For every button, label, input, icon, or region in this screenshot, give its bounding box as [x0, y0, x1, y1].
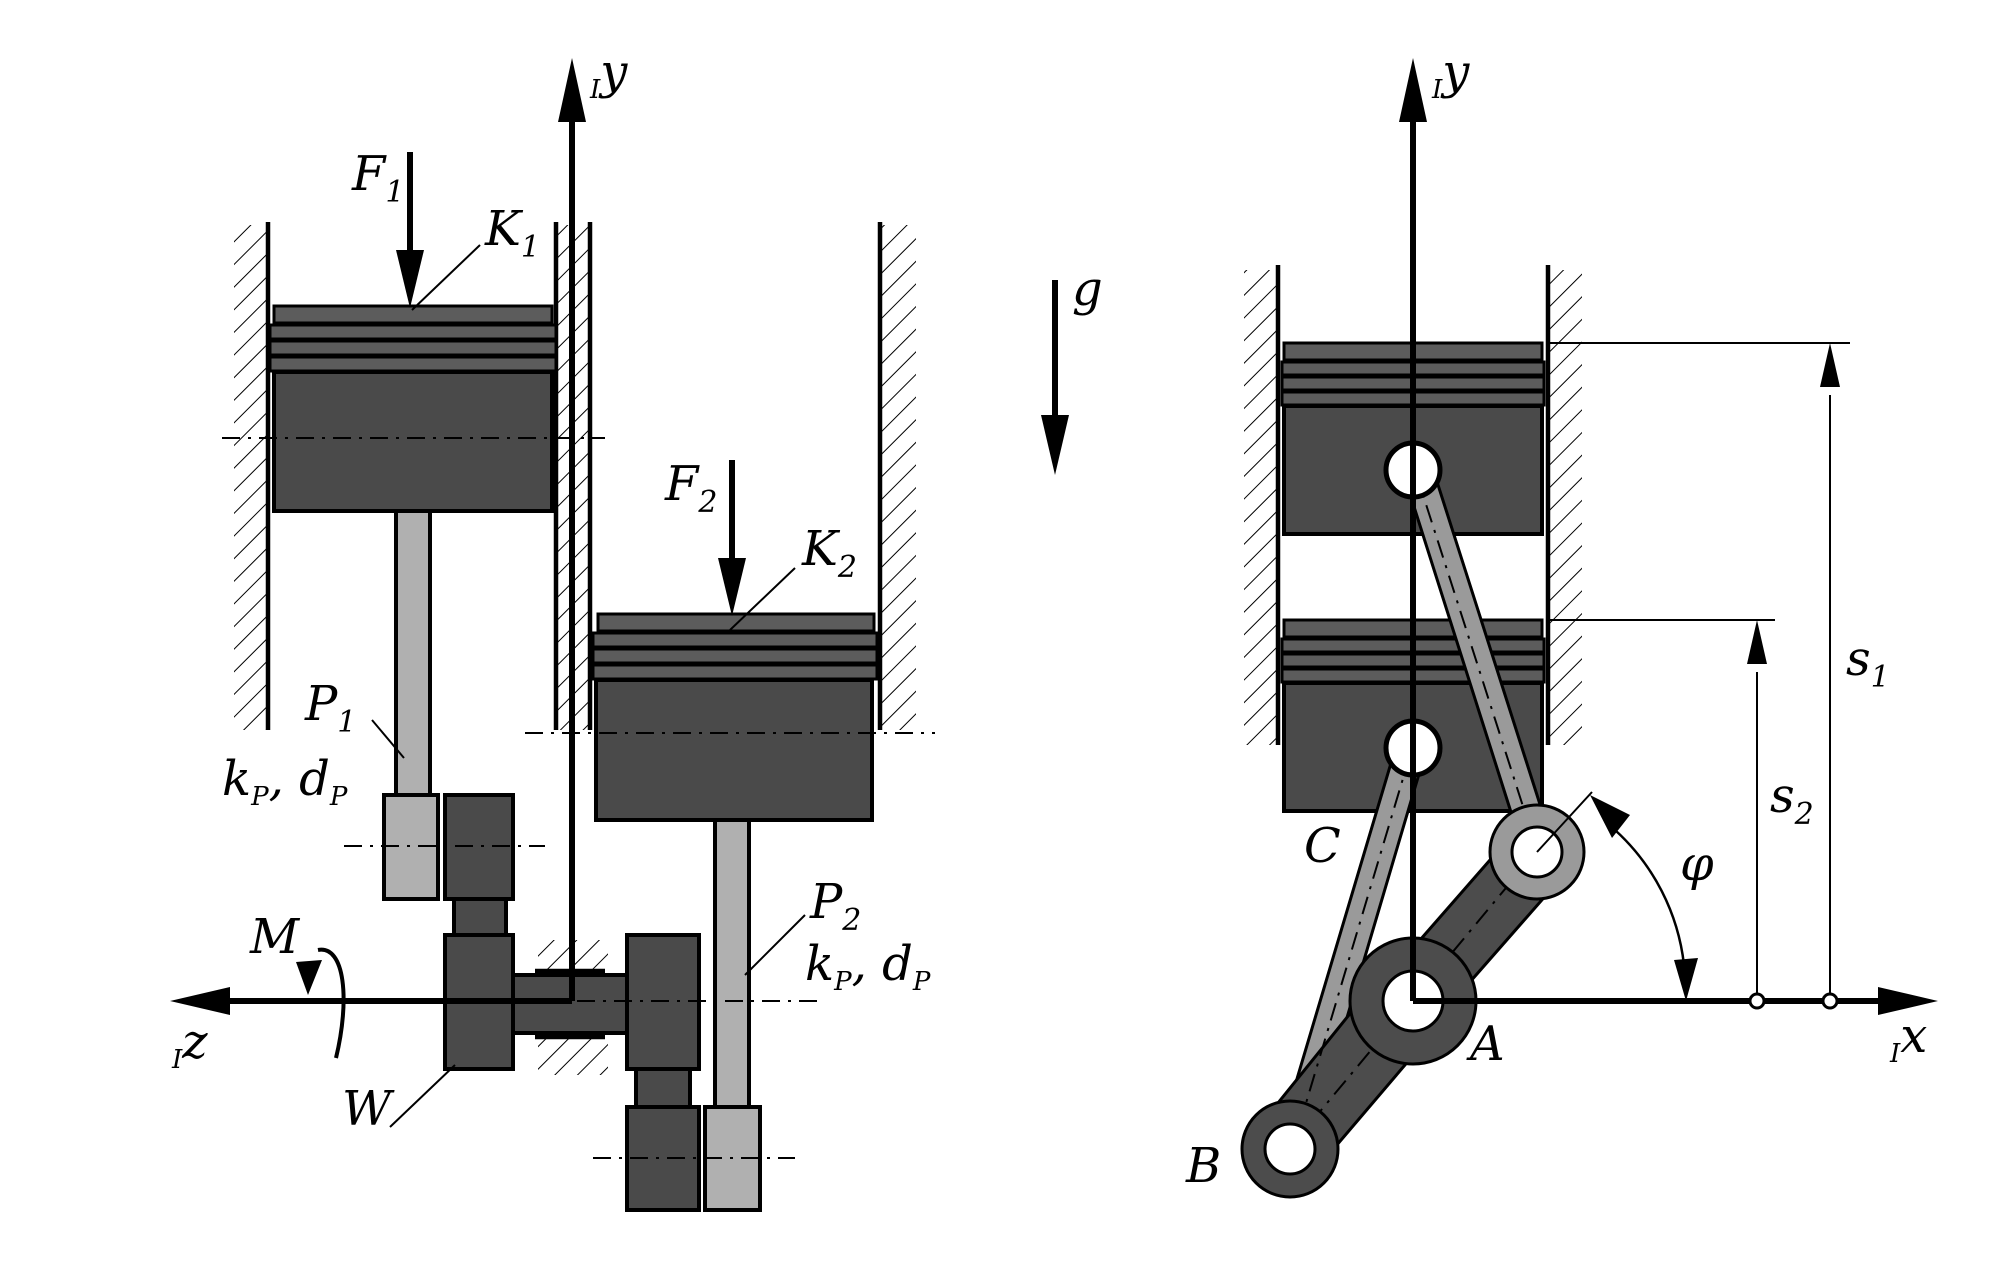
s1-arrowhead: [1820, 343, 1840, 387]
label-f2: F2: [664, 456, 717, 520]
label-point-b: B: [1185, 1138, 1221, 1194]
rod2-centerline: [1291, 754, 1411, 1151]
label-left-y-axis: Iy: [589, 44, 628, 105]
label-point-c: C: [1304, 818, 1341, 874]
moment-arrowhead: [296, 960, 322, 995]
piston-rod-2: [713, 818, 751, 1112]
label-s2: s2: [1770, 768, 1814, 832]
k2-leader: [729, 567, 796, 631]
label-kp-dp-1: kP, dP: [222, 751, 348, 812]
piston-1: [268, 304, 558, 513]
p2-leader: [744, 914, 806, 976]
label-angle-phi: φ: [1680, 836, 1714, 892]
bearing-hatch-bottom: [538, 1033, 608, 1075]
label-p1: P1: [304, 676, 356, 740]
label-p2: P2: [809, 874, 861, 938]
label-right-x-axis: Ix: [1889, 1008, 1927, 1069]
phi-arrowhead-top: [1590, 795, 1630, 838]
p1-leader: [371, 719, 405, 759]
left-y-axis-arrow: [558, 58, 586, 122]
cylinder1-left-hatch: [234, 225, 268, 730]
label-kp-dp-2: kP, dP: [805, 936, 931, 997]
label-right-y-axis: Iy: [1431, 44, 1470, 105]
right-x-axis-arrow: [1878, 987, 1938, 1015]
joint-b-hole: [1263, 1122, 1317, 1176]
force-f2-arrowhead: [718, 558, 746, 616]
piston-2: [591, 612, 879, 822]
right-y-axis-arrow: [1399, 58, 1427, 122]
piston-rod-1: [394, 509, 432, 797]
moment-arrow-arc: [317, 947, 346, 1059]
phi-reference-line: [1536, 791, 1593, 853]
side-view: [170, 58, 1069, 1212]
label-s1: s1: [1846, 631, 1890, 695]
label-k2: K2: [801, 521, 857, 585]
phi-arrowhead-bottom: [1674, 958, 1698, 1001]
k1-leader: [411, 244, 481, 311]
front-cylinder-right-hatch: [1548, 270, 1582, 745]
cylinder2-right-hatch: [880, 225, 916, 730]
crank-web-2-neck: [634, 1067, 692, 1109]
front-view: [1240, 58, 1938, 1199]
s1-origin-mark: [1821, 992, 1839, 1010]
crank-web-1-neck: [452, 897, 508, 937]
s2-arrowhead: [1747, 620, 1767, 664]
w-leader: [389, 1064, 456, 1128]
label-moment-m: M: [249, 909, 301, 965]
labels: F1 K1 F2 K2 P1 kP, dP P2 kP, dP M W g Iy…: [171, 44, 1927, 1194]
label-f1: F1: [351, 146, 404, 210]
force-f1-arrowhead: [396, 250, 424, 308]
label-k1: K1: [484, 201, 540, 265]
s2-origin-mark: [1748, 992, 1766, 1010]
left-z-axis-arrow: [170, 987, 230, 1015]
label-point-a: A: [1466, 1016, 1505, 1072]
phi-arc: [1614, 829, 1686, 966]
label-left-z-axis: Iz: [171, 1014, 208, 1075]
label-crankshaft-w: W: [342, 1081, 395, 1137]
gravity-arrowhead: [1041, 415, 1069, 475]
label-gravity-g: g: [1072, 261, 1103, 317]
rod1-centerline: [1414, 469, 1538, 851]
front-cylinder-left-hatch: [1244, 270, 1278, 745]
